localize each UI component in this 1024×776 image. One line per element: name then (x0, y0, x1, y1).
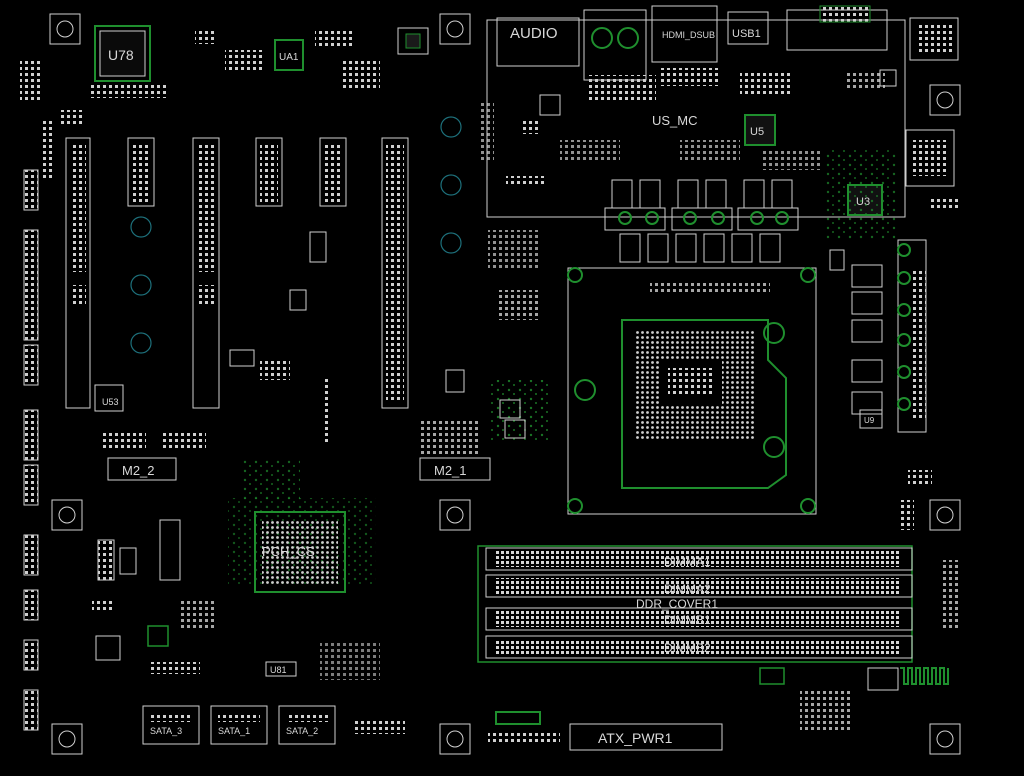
audio-label: AUDIO (510, 25, 558, 42)
dimm-a1-label: DIMMA1 (664, 555, 711, 569)
usb1-label: USB1 (732, 28, 761, 40)
dimm-slots: DIMMA1 DIMMA2 DDR_COVER1 DIMMB1 DIMMB2 (477, 545, 949, 685)
sata3-label: SATA_3 (150, 726, 182, 736)
ua1-label: UA1 (279, 52, 299, 63)
m2-1-label: M2_1 (434, 463, 467, 478)
atx-pwr-label: ATX_PWR1 (598, 730, 673, 746)
u81-label: U81 (270, 665, 287, 675)
vrm-mosfet-row (604, 179, 799, 263)
rear-io-region: AUDIO HDMI_DSUB USB1 US_MC U5 (486, 5, 959, 263)
hdmi-dsub-label: HDMI_DSUB (662, 30, 715, 40)
dimm-b2-label: DIMMB2 (664, 641, 711, 655)
dimm-b1-label: DIMMB1 (664, 613, 711, 627)
pch-chipset: PCH_CS (97, 498, 376, 593)
bottom-connectors: ATX_PWR1 SATA_3 SATA_1 SATA_2 U81 (95, 625, 899, 755)
right-vrm (851, 84, 961, 755)
left-edge-headers (23, 120, 83, 755)
pcie-slots: U53 (65, 116, 462, 442)
u9-label: U9 (864, 416, 875, 425)
ddr-cover-label: DDR_COVER1 (636, 597, 718, 611)
cpu-socket (567, 267, 817, 515)
sata2-label: SATA_2 (286, 726, 318, 736)
u5-label: U5 (750, 126, 764, 138)
m2-slots: M2_2 M2_1 (107, 457, 491, 531)
component-clusters: U9 (60, 69, 960, 680)
dimm-a2-label: DIMMA2 (664, 582, 711, 596)
sata1-label: SATA_1 (218, 726, 250, 736)
u53-label: U53 (102, 397, 119, 407)
u78-label: U78 (108, 47, 134, 63)
pch-label: PCH_CS (262, 544, 315, 559)
top-left-chips: U78 UA1 (20, 13, 471, 100)
m2-2-label: M2_2 (122, 463, 155, 478)
us-mc-label: US_MC (652, 113, 698, 128)
